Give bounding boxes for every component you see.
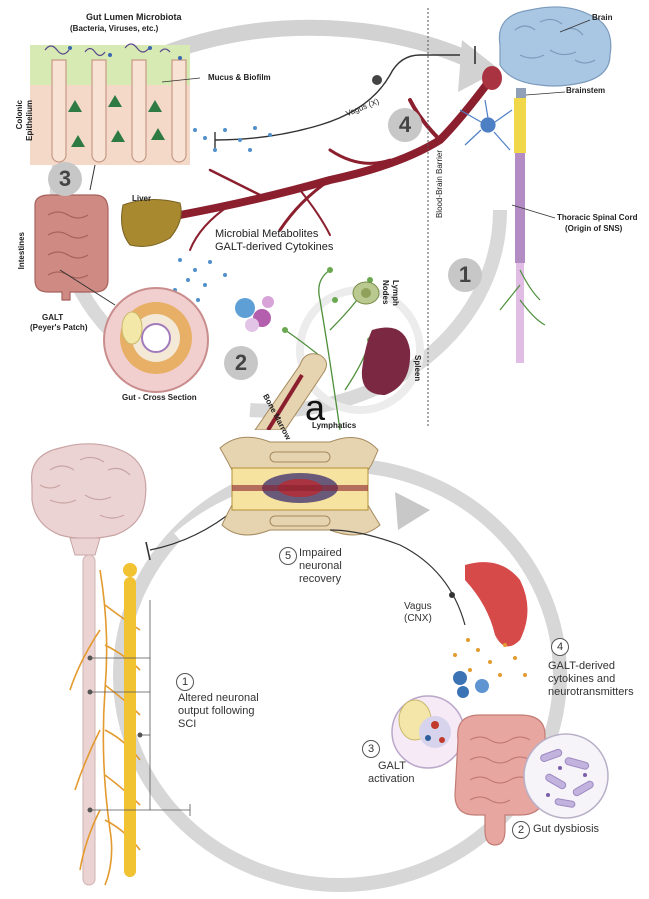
spinal-cord-shape xyxy=(500,88,545,363)
step-b-number-1: 1 xyxy=(176,673,194,691)
panel-b: 1 Altered neuronal output following SCI … xyxy=(0,430,649,899)
peyers-patch-label: (Peyer's Patch) xyxy=(30,322,87,333)
metabolites-label: Microbial Metabolites xyxy=(215,228,318,241)
cross-section-label: Gut - Cross Section xyxy=(122,392,197,403)
intestines-label: Intestines xyxy=(16,232,27,269)
vagus-b-path xyxy=(330,530,465,625)
vagus-b-label-line2: (CNX) xyxy=(404,612,432,625)
blue-cells xyxy=(453,671,489,698)
brainstem-label: Brainstem xyxy=(566,85,605,96)
step-b-text-4-line1: GALT-derived xyxy=(548,660,615,673)
step-number-2: 2 xyxy=(224,346,258,380)
spleen-label: Spleen xyxy=(412,355,423,381)
liver-label: Liver xyxy=(132,193,151,204)
step-b-text-2: Gut dysbiosis xyxy=(533,823,599,836)
step-b-text-4-line3: neurotransmitters xyxy=(548,686,634,699)
galt-circle xyxy=(392,696,464,768)
step-number-4: 4 xyxy=(388,108,422,142)
panel-letter: a xyxy=(305,388,325,428)
panel-a-illustration xyxy=(0,0,649,430)
epithelium-label: Epithelium xyxy=(24,100,35,141)
step-b-text-5-line1: Impaired xyxy=(299,547,342,560)
step-b-text-5-line2: neuronal xyxy=(299,560,342,573)
step-b-number-2: 2 xyxy=(512,821,530,839)
colon-callout xyxy=(90,165,95,190)
brain-b-shape xyxy=(32,444,146,555)
spleen-shape xyxy=(362,328,410,396)
step-number-1: 1 xyxy=(448,258,482,292)
step-b-text-3-line2: activation xyxy=(368,773,414,786)
sympathetic-chain xyxy=(123,563,137,877)
microbiota-subtitle: (Bacteria, Viruses, etc.) xyxy=(70,23,158,34)
vagus-nerve xyxy=(215,55,460,140)
step-b-number-5: 5 xyxy=(279,547,297,565)
vessel-cross-section xyxy=(482,66,502,90)
intestines-shape xyxy=(35,195,108,300)
step-b-text-3-line1: GALT xyxy=(378,760,406,773)
step-b-text-1-line1: Altered neuronal xyxy=(178,692,259,705)
step-b-text-5-line3: recovery xyxy=(299,573,341,586)
step-b-number-4: 4 xyxy=(551,638,569,656)
bbb-label: Blood-Brain Barrier xyxy=(434,150,445,218)
dysbiosis-circle xyxy=(524,734,608,818)
microbiota-title: Gut Lumen Microbiota xyxy=(86,12,182,23)
immune-cells xyxy=(235,296,274,332)
thoracic-label: Thoracic Spinal Cord xyxy=(557,212,637,223)
bone-b-shape xyxy=(220,437,380,535)
blood-vessel-b xyxy=(465,562,528,646)
liver-shape xyxy=(122,199,182,246)
step-b-text-1-line3: SCI xyxy=(178,718,196,731)
step-b-text-4-line2: cytokines and xyxy=(548,673,615,686)
vagus-node xyxy=(372,75,382,85)
mucus-label: Mucus & Biofilm xyxy=(208,72,271,83)
lymph-label: Lymph xyxy=(390,280,401,306)
colonic-epithelium xyxy=(30,44,190,165)
step-b-text-1-line2: output following xyxy=(178,705,254,718)
step-b-number-3: 3 xyxy=(362,740,380,758)
nodes-label: Nodes xyxy=(380,280,391,304)
origin-sns-label: (Origin of SNS) xyxy=(565,223,622,234)
brain-label: Brain xyxy=(592,12,612,23)
step-number-3: 3 xyxy=(48,162,82,196)
panel-a: Gut Lumen Microbiota (Bacteria, Viruses,… xyxy=(0,0,649,430)
gut-cross-section xyxy=(104,288,208,392)
cytokines-label: GALT-derived Cytokines xyxy=(215,241,333,254)
